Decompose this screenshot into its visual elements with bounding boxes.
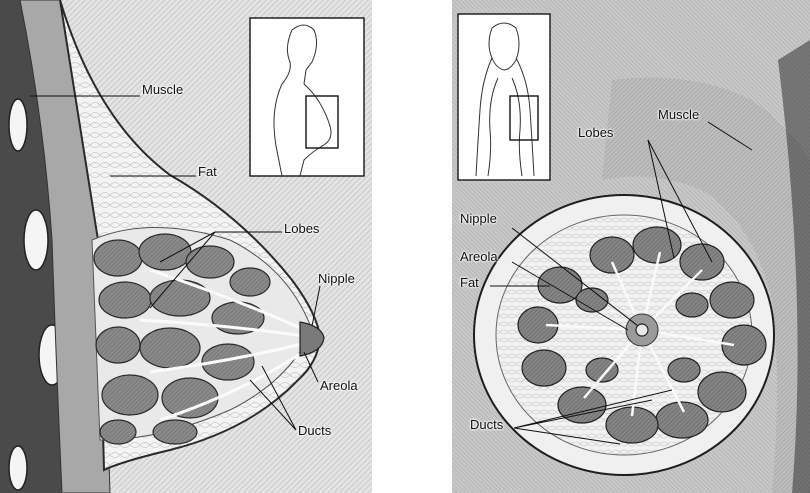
lobe (140, 328, 200, 368)
lobe (698, 372, 746, 412)
label-areola: Areola (460, 250, 498, 263)
lobe (94, 240, 142, 276)
side-view-diagram: Muscle Fat Lobes Nipple Areola Ducts (0, 0, 372, 493)
lobe (522, 350, 566, 386)
lobe (680, 244, 724, 280)
lobe (590, 237, 634, 273)
label-muscle: Muscle (142, 83, 183, 96)
front-view-illustration (452, 0, 810, 493)
label-ducts: Ducts (298, 424, 331, 437)
inset-box (458, 14, 550, 180)
lobe (538, 267, 582, 303)
lobe (668, 358, 700, 382)
label-lobes: Lobes (284, 222, 319, 235)
inset-box (250, 18, 364, 176)
rib-2 (24, 210, 48, 270)
side-view-illustration (0, 0, 372, 493)
label-nipple: Nipple (460, 212, 497, 225)
lobe (96, 327, 140, 363)
label-lobes: Lobes (578, 126, 613, 139)
lobe (99, 282, 151, 318)
lobe (710, 282, 754, 318)
lobe (100, 420, 136, 444)
rib-4 (9, 446, 27, 490)
label-muscle: Muscle (658, 108, 699, 121)
lobe (230, 268, 270, 296)
lobe (162, 378, 218, 418)
label-areola: Areola (320, 379, 358, 392)
label-fat: Fat (198, 165, 217, 178)
lobe (676, 293, 708, 317)
lobe (186, 246, 234, 278)
label-ducts: Ducts (470, 418, 503, 431)
lobe (102, 375, 158, 415)
lobe (139, 234, 191, 270)
label-fat: Fat (460, 276, 479, 289)
front-view-diagram: Muscle Lobes Nipple Areola Fat Ducts (452, 0, 810, 493)
label-nipple: Nipple (318, 272, 355, 285)
rib-1 (9, 99, 27, 151)
lobe (153, 420, 197, 444)
